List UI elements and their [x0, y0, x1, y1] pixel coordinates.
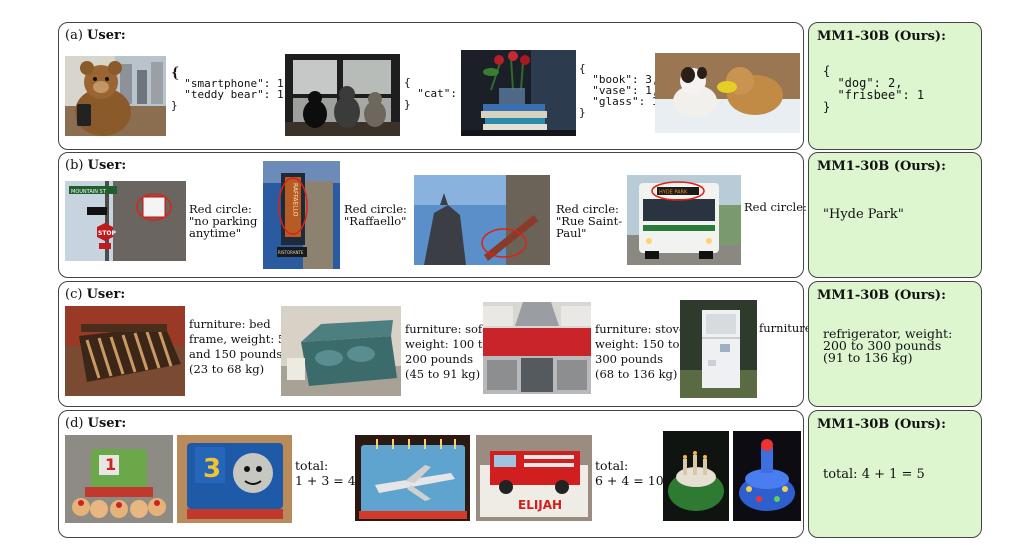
row-d-model-panel: MM1-30B (Ours): total: 4 + 1 = 5 — [808, 410, 982, 538]
row-a-user-panel: (a) User: { { "smartphone": 1, "teddy be… — [58, 22, 804, 150]
row-b-model-title: MM1-30B (Ours): — [817, 159, 946, 174]
row-c-model-title: MM1-30B (Ours): — [817, 288, 946, 303]
bus-photo: HYDE PARK — [627, 175, 741, 265]
sofa-photo — [281, 306, 401, 396]
row-a-label: (a) User: — [65, 28, 126, 43]
thomas-train-cake-photo: 3 — [177, 435, 292, 523]
row-b-caption-1: Red circle: "no parking anytime" — [189, 202, 258, 240]
ristorante-text: RISTORANTE — [278, 250, 304, 255]
refrigerator-photo — [680, 300, 757, 398]
row-d-model-answer: total: 4 + 1 = 5 — [823, 467, 925, 482]
row-a-caption-3: { "book": 3, "vase": 1, "glass": 1 } — [579, 62, 659, 119]
row-a-model-title: MM1-30B (Ours): — [817, 29, 946, 44]
row-c-label: (c) User: — [65, 287, 126, 302]
row-c-caption-3: furniture: stove, weight: 150 to 300 pou… — [595, 322, 690, 381]
row-c-model-answer: refrigerator, weight: 200 to 300 pounds … — [823, 326, 953, 365]
row-b-model-answer: "Hyde Park" — [823, 207, 904, 222]
row-b-model-panel: MM1-30B (Ours): "Hyde Park" — [808, 152, 982, 278]
thomas-number-text: 3 — [203, 454, 221, 484]
birthday-cake-1-photo: 1 — [65, 435, 173, 523]
row-a-brace-1: { — [171, 65, 180, 81]
rue-saint-paul-photo — [414, 175, 550, 265]
row-c-caption-1: furniture: bed frame, weight: 50 and 150… — [189, 317, 293, 376]
row-b-caption-2: Red circle: "Raffaello" — [344, 202, 407, 228]
row-d-user-panel: (d) User: 1 3 — [58, 410, 804, 538]
street-sign-text: MOUNTAIN ST — [71, 189, 107, 195]
stop-sign-text: STOP — [98, 230, 117, 237]
row-c-user-panel: (c) User: furniture: bed frame, weight: … — [58, 281, 815, 407]
bus-sign-text: HYDE PARK — [659, 190, 688, 196]
row-a-model-panel: MM1-30B (Ours): { "dog": 2, "frisbee": 1… — [808, 22, 982, 150]
raffaello-text: RAFFAELLO — [292, 183, 299, 217]
vase-books-photo — [461, 50, 576, 136]
row-c-model-panel: MM1-30B (Ours): refrigerator, weight: 20… — [808, 281, 982, 407]
row-b-caption-3: Red circle: "Rue Saint- Paul" — [556, 202, 623, 240]
row-b-label: (b) User: — [65, 158, 127, 173]
dogs-frisbee-photo — [655, 53, 800, 133]
blue-cake-photo — [733, 431, 801, 521]
raffaello-sign-photo: RAFFAELLO RISTORANTE — [263, 161, 340, 269]
dark-cake-photo — [663, 431, 729, 521]
row-c-caption-4: furniture: — [759, 321, 816, 335]
fire-truck-cake-photo: ELIJAH — [476, 435, 592, 521]
cake-number-text: 1 — [105, 455, 116, 474]
row-d-model-title: MM1-30B (Ours): — [817, 417, 946, 432]
row-a-model-answer: { "dog": 2, "frisbee": 1 } — [823, 64, 925, 114]
row-b-caption-4: Red circle: — [744, 200, 807, 214]
row-a-caption-1: { "smartphone": 1, "teddy bear": 1 } — [171, 66, 291, 112]
row-d-caption-2: total: 6 + 4 = 10 — [595, 458, 664, 488]
teddy-bear-photo — [65, 56, 166, 136]
bed-frame-photo — [65, 306, 185, 396]
elijah-text: ELIJAH — [518, 498, 562, 512]
row-d-caption-1: total: 1 + 3 = 4 — [295, 458, 356, 488]
cat-window-photo — [285, 54, 400, 136]
kitchen-stove-photo — [483, 302, 591, 394]
row-c-caption-2: furniture: sofa, weight: 100 to 200 poun… — [405, 322, 493, 381]
street-signs-photo: MOUNTAIN ST STOP — [65, 181, 186, 261]
row-b-user-panel: (b) User: MOUNTAIN ST STOP Red circle: "… — [58, 152, 807, 278]
row-d-label: (d) User: — [65, 416, 127, 431]
airplane-cake-photo — [355, 435, 470, 521]
